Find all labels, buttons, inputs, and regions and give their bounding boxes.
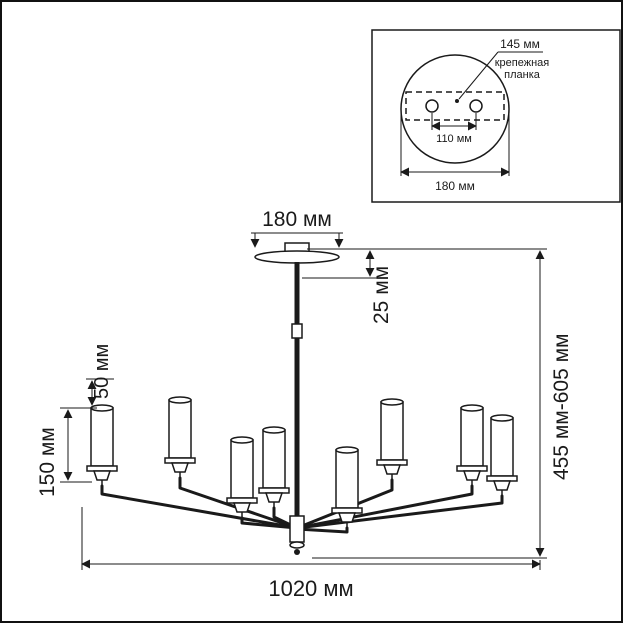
chandelier bbox=[86, 242, 518, 555]
lamp bbox=[258, 426, 290, 508]
hole-spacing-dimension: 110 мм bbox=[431, 113, 477, 145]
hole-spacing-label: 110 мм bbox=[436, 133, 472, 145]
total-height-label: 455 мм-605 мм bbox=[550, 334, 573, 481]
canopy bbox=[254, 250, 340, 264]
lamp bbox=[456, 404, 488, 486]
shade-offset-label: 50 мм bbox=[91, 344, 113, 399]
lamp bbox=[486, 414, 518, 496]
finial bbox=[294, 549, 300, 555]
mount-hole-left bbox=[425, 99, 439, 113]
inset-border bbox=[371, 29, 621, 203]
canopy-width-label: 180 мм bbox=[262, 208, 332, 231]
rod-offset-dimension: 25 мм bbox=[302, 248, 547, 324]
center-hub bbox=[289, 515, 305, 543]
shade-height-label: 150 мм bbox=[36, 427, 59, 497]
rod-sleeve bbox=[291, 323, 303, 339]
mount-hole-right bbox=[469, 99, 483, 113]
lamp bbox=[226, 436, 258, 518]
bracket-reference-dot bbox=[455, 99, 459, 103]
lamps bbox=[86, 396, 518, 528]
canopy-width-dimension: 180 мм bbox=[250, 208, 344, 248]
plate-width-annotation: 145 мм крепежная планка bbox=[458, 37, 550, 100]
shade-height-dimension: 150 мм bbox=[36, 407, 97, 497]
total-width-dimension: 1020 мм bbox=[81, 507, 541, 601]
bracket-name-line1: крепежная bbox=[495, 57, 550, 69]
lamp bbox=[164, 396, 196, 478]
cup-diameter-label: 180 мм bbox=[435, 179, 475, 193]
lamp bbox=[376, 398, 408, 480]
total-width-label: 1020 мм bbox=[268, 576, 353, 601]
plate-width-label: 145 мм bbox=[500, 37, 540, 51]
lamp bbox=[331, 446, 363, 528]
rod-offset-label: 25 мм bbox=[370, 266, 393, 324]
bracket-name-line2: планка bbox=[504, 69, 541, 81]
cup-diameter-dimension: 180 мм bbox=[400, 112, 510, 193]
mounting-bracket bbox=[405, 91, 505, 121]
mount-inset: 145 мм крепежная планка 110 мм 180 мм bbox=[371, 29, 621, 203]
ceiling-cup-circle bbox=[400, 54, 510, 164]
shade-offset-dimension: 50 мм bbox=[86, 344, 114, 406]
lamp bbox=[86, 404, 118, 486]
total-height-dimension: 455 мм-605 мм bbox=[312, 250, 573, 559]
hub-cap bbox=[289, 541, 305, 549]
